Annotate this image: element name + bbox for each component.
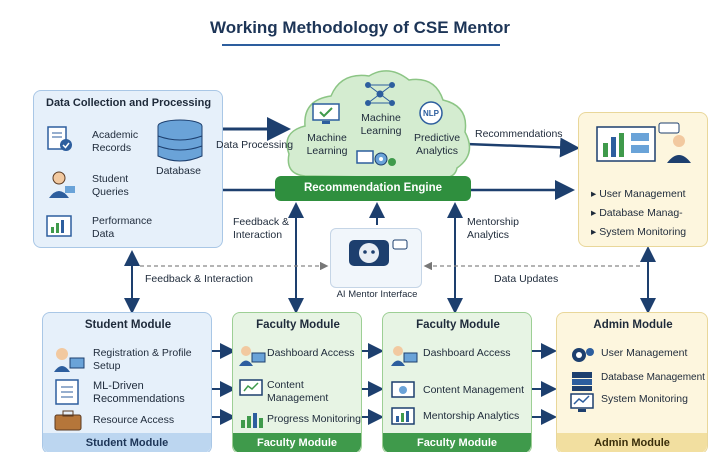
admin-bullet-item: ▸ Database Manag- (591, 207, 683, 219)
ai-mentor-label: AI Mentor Interface (336, 289, 418, 300)
student-module-footer: Student Module (43, 433, 211, 452)
briefcase-icon (51, 409, 85, 433)
nlp-icon: NLP (418, 100, 444, 126)
predictive-analytics-label: Predictive Analytics (413, 132, 461, 157)
registration-icon (51, 343, 87, 373)
records-icon (44, 123, 76, 155)
faculty2-item-content: Content Management (423, 384, 524, 396)
ml-monitor-icon (306, 100, 346, 128)
student-item-resource: Resource Access (93, 414, 175, 426)
ai-mentor-card: AI Mentor Interface (330, 228, 422, 300)
gear-icon (567, 343, 597, 367)
faculty1-item-content: Content Management (267, 379, 329, 404)
content-nlp-icon (389, 379, 419, 403)
student-module-panel: Student Module Registration & Profile Se… (42, 312, 212, 452)
ml-cloud (286, 70, 471, 180)
cloud-ml-label-1: Machine Learning (306, 132, 348, 157)
mentorship-analytics-label: Mentorship Analytics (467, 216, 519, 241)
database-label: Database (156, 165, 201, 177)
student-queries-label: Student Queries (92, 173, 129, 198)
faculty-module-panel-1: Faculty Module Dashboard Access Content … (232, 312, 362, 452)
data-collection-heading: Data Collection and Processing (46, 97, 212, 109)
cloud-ml-label-2: Machine Learning (360, 112, 402, 137)
admin-item-user-management: User Management (601, 347, 688, 359)
chart-icon (44, 211, 76, 243)
dashboard-user-icon (237, 343, 267, 367)
title-underline (222, 44, 500, 46)
admin-module-panel: Admin Module User Management Database Ma… (556, 312, 708, 452)
recommendations-arrow (465, 137, 580, 158)
faculty-module-footer-2: Faculty Module (383, 433, 531, 452)
feedback-interaction-left-label: Feedback & Interaction (145, 273, 253, 285)
recommendations-label: Recommendations (475, 128, 563, 140)
server-icon (567, 369, 597, 393)
data-collection-panel: Data Collection and Processing Academic … (33, 90, 223, 248)
data-updates-label: Data Updates (494, 273, 559, 285)
monitor-icon (567, 391, 597, 415)
admin-bullet-item: ▸ User Management (591, 188, 686, 200)
faculty2-item-mentorship: Mentorship Analytics (423, 410, 520, 422)
analytics-icon (389, 405, 419, 429)
faculty1-item-dashboard: Dashboard Access (267, 347, 355, 359)
admin-workstation-icon (593, 121, 695, 165)
dashboard-user-icon (389, 343, 419, 367)
student-item-recommendations: ML-Driven Recommendations (93, 380, 185, 405)
data-processing-label: Data Processing (216, 139, 294, 151)
admin-module-heading: Admin Module (593, 319, 673, 331)
student-icon (44, 167, 78, 201)
faculty-module-panel-2: Faculty Module Dashboard Access Content … (382, 312, 532, 452)
admin-module-footer: Admin Module (557, 433, 707, 452)
neural-network-icon (360, 78, 400, 110)
feedback-interaction-mid-label: Feedback & Interaction (233, 216, 290, 241)
faculty1-item-progress: Progress Monitoring (267, 413, 361, 425)
student-module-heading: Student Module (84, 319, 172, 331)
faculty-module-footer-1: Faculty Module (233, 433, 361, 452)
content-monitor-icon (237, 377, 267, 401)
recommendation-engine-bar: Recommendation Engine (275, 176, 471, 201)
faculty2-item-dashboard: Dashboard Access (423, 347, 511, 359)
admin-dashboard-panel: ▸ User Management ▸ Database Manag- ▸ Sy… (578, 112, 708, 247)
student-item-registration: Registration & Profile Setup (93, 347, 192, 372)
checklist-icon (51, 377, 85, 407)
performance-data-label: Performance Data (92, 215, 153, 240)
admin-bullet-list: ▸ User Management ▸ Database Manag- ▸ Sy… (591, 185, 707, 242)
database-icon (154, 119, 206, 165)
faculty-module-heading-1: Faculty Module (256, 319, 340, 331)
progress-bars-icon (237, 409, 267, 431)
admin-item-system-monitoring: System Monitoring (601, 393, 688, 405)
nlp-text: NLP (423, 109, 440, 118)
diagram-title: Working Methodology of CSE Mentor (210, 18, 510, 37)
gears-icon (355, 146, 399, 172)
faculty-module-heading-2: Faculty Module (416, 319, 500, 331)
academic-records-label: Academic Records (92, 129, 139, 154)
robot-icon (339, 233, 415, 271)
admin-bullet-item: ▸ System Monitoring (591, 226, 687, 238)
admin-item-database: Database Management (601, 372, 705, 383)
